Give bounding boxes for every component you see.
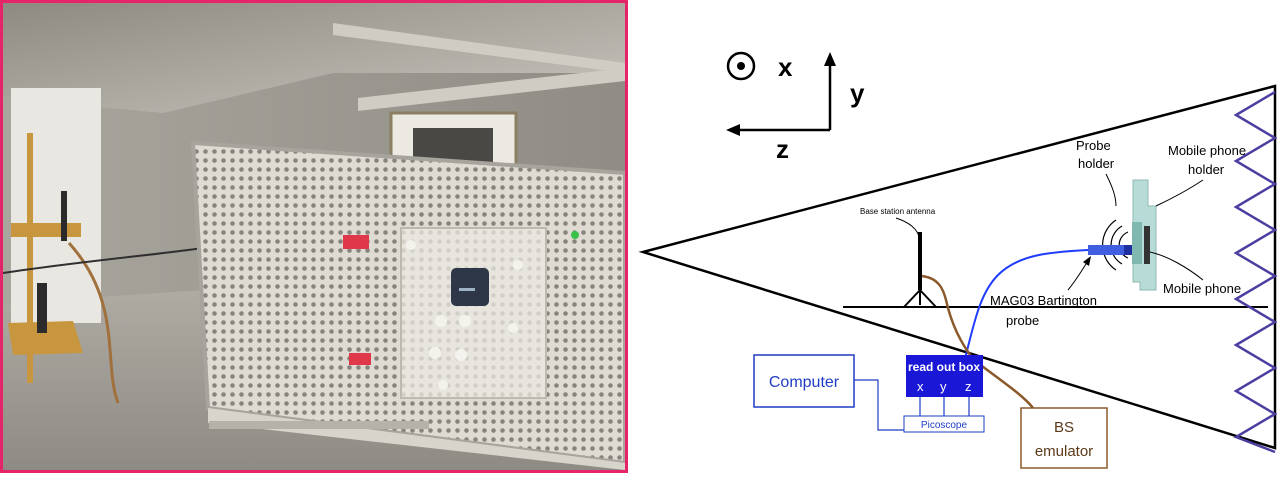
- magnetic-probe: [1088, 245, 1132, 255]
- mobile-phone-holder-label-2: holder: [1188, 162, 1225, 177]
- diagram-canvas: x y z Base station antenna: [638, 51, 1278, 469]
- probe-label-1: MAG03 Bartington: [990, 293, 1097, 308]
- mobile-phone-holder-leader: [1155, 179, 1204, 207]
- mobile-phone-holder-label-1: Mobile phone: [1168, 143, 1246, 158]
- setup-photo: [0, 0, 628, 473]
- probe-label-2: probe: [1006, 313, 1039, 328]
- probe-holder-label-2: holder: [1078, 156, 1115, 171]
- bs-emulator-label-1: BS: [1054, 419, 1074, 436]
- rf-absorber: [1233, 90, 1278, 454]
- base-station-antenna: [903, 232, 937, 308]
- readout-x-label: x: [917, 379, 924, 394]
- z-axis-label: z: [776, 134, 789, 164]
- z-axis-arrowhead: [726, 124, 740, 136]
- bs-emulator-label-2: emulator: [1035, 443, 1093, 460]
- computer-label: Computer: [769, 374, 840, 391]
- chamber-horn-outline: [638, 84, 1277, 450]
- measurement-setup-diagram: x y z Base station antenna: [628, 0, 1283, 473]
- x-axis-label: x: [778, 52, 793, 82]
- probe-cable: [963, 249, 1089, 363]
- readout-y-label: y: [940, 379, 947, 394]
- readout-wires: [854, 379, 970, 431]
- readout-box-title: read out box: [908, 360, 980, 374]
- x-axis-dot: [737, 62, 745, 70]
- y-axis-label: y: [850, 78, 865, 108]
- probe-holder-label-1: Probe: [1076, 138, 1111, 153]
- axis-glyph: x y z: [726, 51, 865, 164]
- mobile-phone-label: Mobile phone: [1163, 281, 1241, 296]
- probe-holder-leader: [1105, 173, 1117, 207]
- readout-z-label: z: [965, 379, 972, 394]
- y-axis-arrowhead: [824, 52, 836, 66]
- readout-box: [906, 355, 983, 397]
- picoscope-box: [903, 415, 985, 433]
- base-station-antenna-label: Base station antenna: [860, 207, 936, 216]
- x-axis-out-of-page-icon: [726, 51, 756, 81]
- picoscope-label: Picoscope: [921, 420, 968, 431]
- bs-emulator-box: [1020, 407, 1108, 469]
- computer-box: [753, 354, 855, 408]
- mobile-phone-leader: [1149, 251, 1204, 281]
- antenna-leader-line: [895, 217, 921, 241]
- setup-photo-illustration: [3, 3, 625, 470]
- coax-cable: [921, 274, 1034, 409]
